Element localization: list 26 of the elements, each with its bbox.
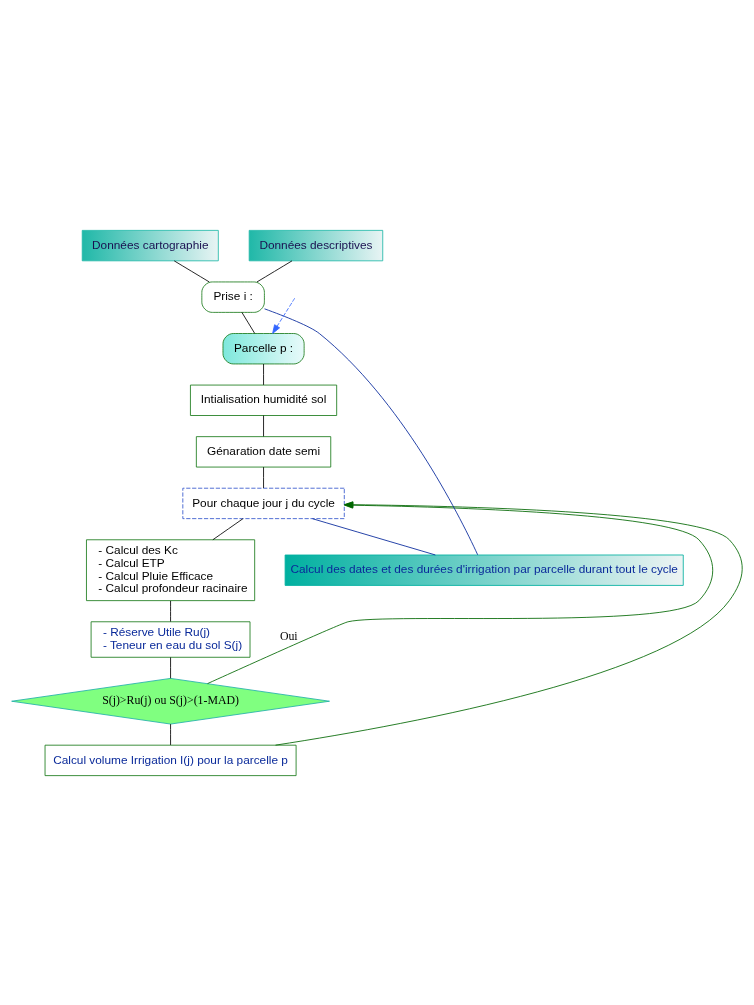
edge-label: Oui [279,628,298,643]
connector [263,466,264,488]
connector [263,363,264,385]
node-box: Données descriptives [248,229,384,261]
connector [170,723,171,745]
connector [312,517,436,555]
connector [241,311,256,334]
node-box: Prise i : [201,281,265,313]
connector [212,517,244,540]
node-box: Calcul volume Irrigation I(j) pour la parcelle p [44,744,297,776]
arrow [272,297,296,334]
node-box: Calcul des dates et des durées d'irrigation par parcelle durant tout le cycle [284,554,684,586]
connector [170,600,171,622]
node-box: Pour chaque jour j du cycle [182,487,345,519]
node-box: Parcelle p : [222,332,305,364]
node-diamond: S(j)>Ru(j) ou S(j)>(1-MAD) [11,677,330,724]
node-box: Données cartographie [81,229,219,261]
connector [173,259,210,282]
node-box: - Calcul des Kc - Calcul ETP - Calcul Pluie Efficace - Calcul profondeur racinaire [86,538,256,601]
connector [170,656,171,679]
node-box: - Réserve Utile Ru(j) - Teneur en eau du sol S(j) [90,620,251,658]
node-box: Génaration date semi [195,435,332,467]
connector [264,307,479,555]
connector [256,259,293,282]
connector [263,414,264,437]
node-box: Intialisation humidité sol [190,384,338,416]
